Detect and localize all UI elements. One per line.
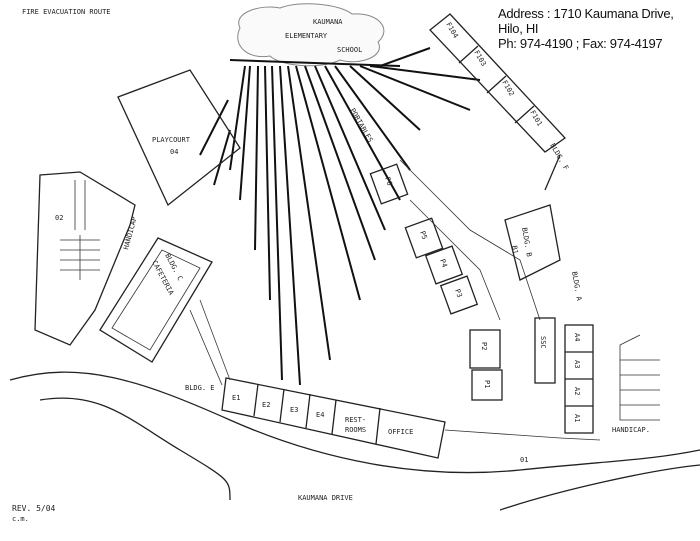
restrooms-label-1: REST- bbox=[345, 416, 366, 424]
playcourt bbox=[117, 69, 241, 207]
bldg-a-label: BLDG. A bbox=[570, 271, 583, 302]
room-e4: E4 bbox=[316, 411, 324, 419]
portable-p6: P6 bbox=[383, 176, 393, 187]
parking-02-label: 02 bbox=[55, 214, 63, 222]
parking-right bbox=[619, 334, 660, 421]
playcourt-label: PLAYCOURT bbox=[152, 136, 191, 144]
road-label: KAUMANA DRIVE bbox=[298, 494, 353, 502]
school-name-3: SCHOOL bbox=[337, 46, 362, 54]
cafeteria bbox=[99, 237, 213, 363]
building-a bbox=[564, 324, 594, 434]
room-e1: E1 bbox=[232, 394, 240, 402]
portable-p5: P5 bbox=[418, 230, 428, 241]
portable-p2-label: P2 bbox=[480, 342, 488, 350]
revision-label: REV. 5/04 bbox=[12, 504, 56, 513]
parking-01-label: 01 bbox=[520, 456, 528, 464]
portables bbox=[369, 159, 541, 321]
building-e bbox=[221, 377, 446, 459]
playcourt-number: 04 bbox=[170, 148, 178, 156]
bldg-e-label: BLDG. E bbox=[185, 384, 215, 392]
school-cloud bbox=[237, 3, 385, 67]
author-initials: c.m. bbox=[12, 515, 29, 523]
portable-p4: P4 bbox=[438, 258, 448, 269]
parking-02 bbox=[34, 171, 136, 346]
bldg-f-label: BLDG. F bbox=[548, 142, 570, 172]
building-b bbox=[504, 204, 561, 281]
map-title: FIRE EVACUATION ROUTE bbox=[22, 8, 111, 16]
room-a1: A1 bbox=[573, 414, 581, 422]
portable-p2 bbox=[469, 329, 501, 369]
handicap-left-label: HANDICAP bbox=[122, 216, 138, 251]
phone-fax-text: Ph: 974-4190 ; Fax: 974-4197 bbox=[498, 36, 663, 51]
handicap-right-label: HANDICAP. bbox=[612, 426, 650, 434]
portables-label: PORTABLES bbox=[348, 107, 374, 144]
portable-p3: P3 bbox=[453, 288, 463, 299]
office-label: OFFICE bbox=[388, 428, 413, 436]
school-name-1: KAUMANA bbox=[313, 18, 343, 26]
room-a3: A3 bbox=[573, 360, 581, 368]
room-a4: A4 bbox=[573, 333, 581, 341]
school-name-2: ELEMENTARY bbox=[285, 32, 328, 40]
evacuation-routes bbox=[199, 47, 481, 386]
portable-p1-label: P1 bbox=[483, 380, 491, 388]
restrooms-label-2: ROOMS bbox=[345, 426, 366, 434]
portable-p1 bbox=[471, 369, 503, 401]
room-e2: E2 bbox=[262, 401, 270, 409]
ssc-building bbox=[534, 317, 556, 384]
address-text: Address : 1710 Kaumana Drive, Hilo, HI bbox=[498, 6, 674, 36]
ssc-label: SSC bbox=[539, 336, 547, 349]
b1-label: B1 bbox=[510, 245, 519, 255]
building-f bbox=[429, 13, 566, 191]
kaumana-drive-road bbox=[9, 371, 700, 511]
room-a2: A2 bbox=[573, 387, 581, 395]
room-f104: F104 bbox=[444, 21, 459, 40]
room-e3: E3 bbox=[290, 406, 298, 414]
bldg-b-label: BLDG. B bbox=[520, 227, 533, 257]
